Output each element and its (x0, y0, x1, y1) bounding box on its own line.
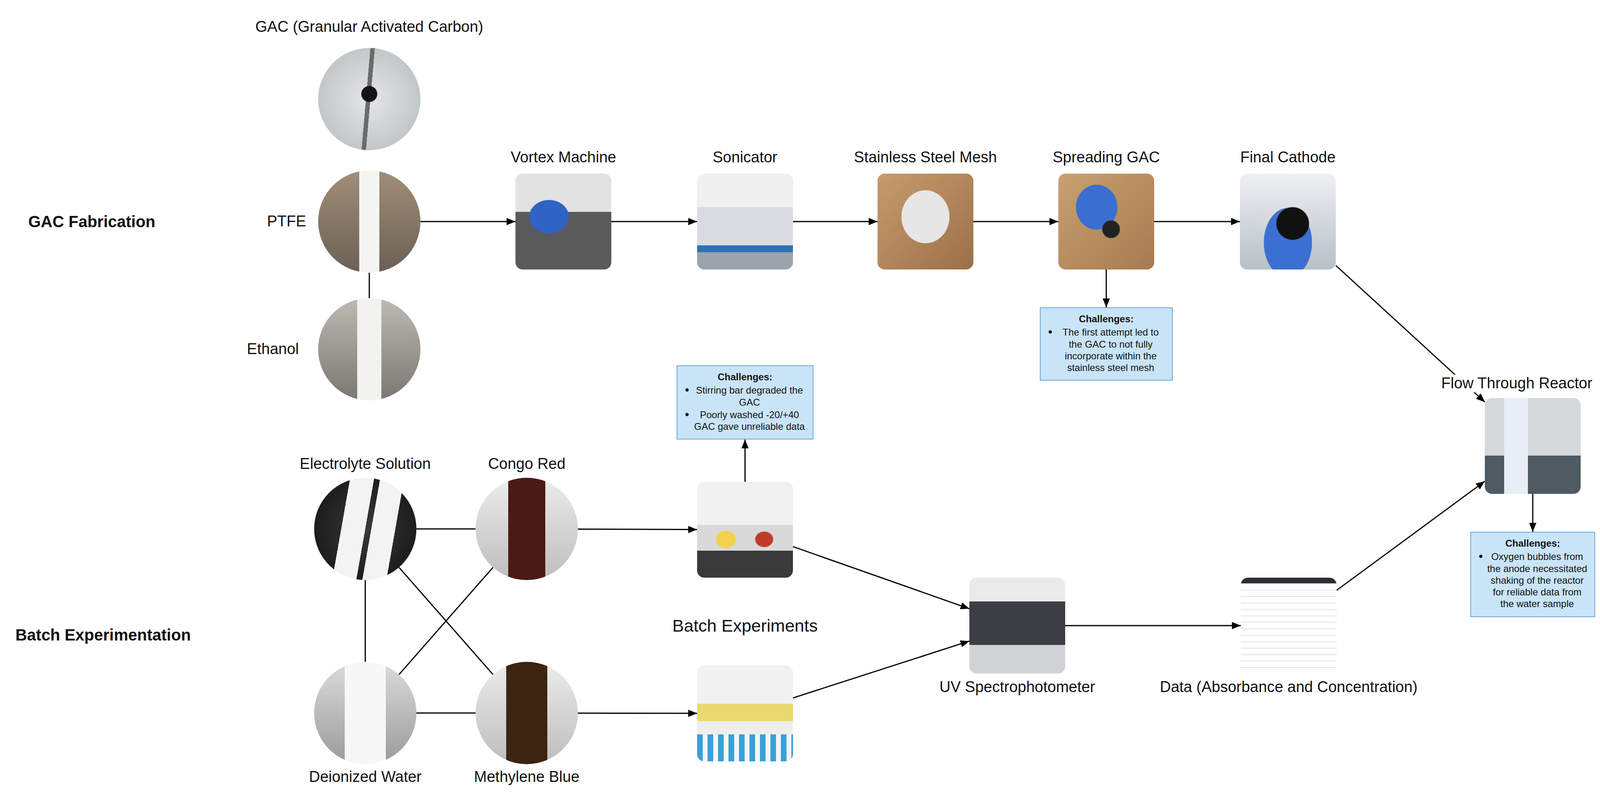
photo-caption: Electrolyte Solution (299, 455, 431, 473)
connector (1532, 493, 1534, 532)
challenge-bullet: Oxygen bubbles from the anode necessitat… (1486, 550, 1588, 610)
connector (364, 579, 367, 662)
row-label: Batch Experimentation (15, 625, 191, 644)
challenge-bullet: Stirring bar degraded the GAC (692, 384, 807, 408)
challenge-heading: Challenges: (1477, 537, 1588, 549)
photo-box (697, 665, 793, 762)
connector (792, 221, 878, 223)
bullet-row: Poorly washed -20/+40 GAC gave unreliabl… (683, 408, 807, 433)
photo-circle: PTFE (318, 170, 421, 273)
challenge-heading: Challenges: (1047, 312, 1166, 325)
photo-box: UV Spectrophotometer (969, 577, 1066, 674)
photo-circle: Congo Red (475, 477, 578, 580)
connector (420, 221, 516, 223)
photo-box: Sonicator (697, 173, 793, 270)
connector (399, 567, 493, 675)
photo-caption: PTFE (267, 212, 307, 231)
bullet-dot (685, 388, 689, 392)
challenge-bullet: Poorly washed -20/+40 GAC gave unreliabl… (692, 408, 807, 433)
challenge-box: Challenges:Oxygen bubbles from the anode… (1470, 531, 1596, 617)
row-label: GAC Fabrication (28, 212, 156, 231)
photo-caption: Congo Red (488, 455, 566, 473)
group-label: Batch Experiments (672, 615, 818, 636)
connector (368, 272, 371, 299)
photo-caption: GAC (Granular Activated Carbon) (255, 18, 484, 36)
photo-circle: Deionized Water (314, 661, 417, 764)
photo-caption: Ethanol (246, 340, 299, 359)
connector (973, 221, 1059, 223)
bullet-row: The first attempt led to the GAC to not … (1047, 326, 1166, 374)
photo-box: Final Cathode (1239, 173, 1336, 270)
photo-circle: Methylene Blue (475, 661, 578, 764)
connector (1065, 625, 1241, 627)
challenge-box: Challenges:Stirring bar degraded the GAC… (676, 365, 814, 440)
connector (1154, 221, 1240, 223)
photo-caption: Data (Absorbance and Concentration) (1159, 678, 1418, 696)
photo-box: Spreading GAC (1058, 173, 1155, 270)
photo-box: Flow Through Reactor (1484, 397, 1581, 494)
connector (1105, 269, 1108, 308)
connector (416, 712, 476, 714)
bullet-dot (1479, 554, 1483, 558)
photo-caption: UV Spectrophotometer (939, 678, 1096, 696)
photo-circle: Electrolyte Solution (314, 477, 417, 580)
bullet-row: Stirring bar degraded the GAC (683, 384, 807, 408)
bullet-dot (685, 412, 689, 417)
photo-caption: Vortex Machine (510, 148, 617, 167)
photo-box: Vortex Machine (515, 173, 612, 270)
photo-caption: Stainless Steel Mesh (854, 148, 998, 167)
connector (611, 221, 698, 223)
challenge-box: Challenges:The first attempt led to the … (1039, 307, 1173, 381)
connector (577, 712, 698, 715)
connector (792, 546, 970, 609)
connector (416, 528, 476, 530)
bullet-dot (1048, 330, 1052, 334)
photo-caption: Sonicator (712, 148, 778, 167)
photo-caption: Methylene Blue (473, 767, 580, 786)
bullet-row: Oxygen bubbles from the anode necessitat… (1477, 550, 1588, 610)
photo-box: Stainless Steel Mesh (877, 173, 974, 270)
photo-circle: Ethanol (318, 298, 421, 401)
connector (399, 567, 493, 675)
photo-circle: GAC (Granular Activated Carbon) (318, 47, 421, 151)
challenge-bullet: The first attempt led to the GAC to not … (1055, 326, 1166, 374)
photo-box (697, 481, 793, 578)
connector (1336, 481, 1485, 591)
photo-caption: Deionized Water (308, 767, 422, 786)
photo-caption: Flow Through Reactor (1438, 374, 1595, 393)
photo-caption: Spreading GAC (1052, 148, 1160, 167)
connector (744, 439, 746, 482)
photo-caption: Final Cathode (1240, 148, 1336, 167)
challenge-heading: Challenges: (683, 370, 807, 383)
connector (577, 529, 698, 530)
photo-box: Data (Absorbance and Concentration) (1240, 577, 1337, 674)
